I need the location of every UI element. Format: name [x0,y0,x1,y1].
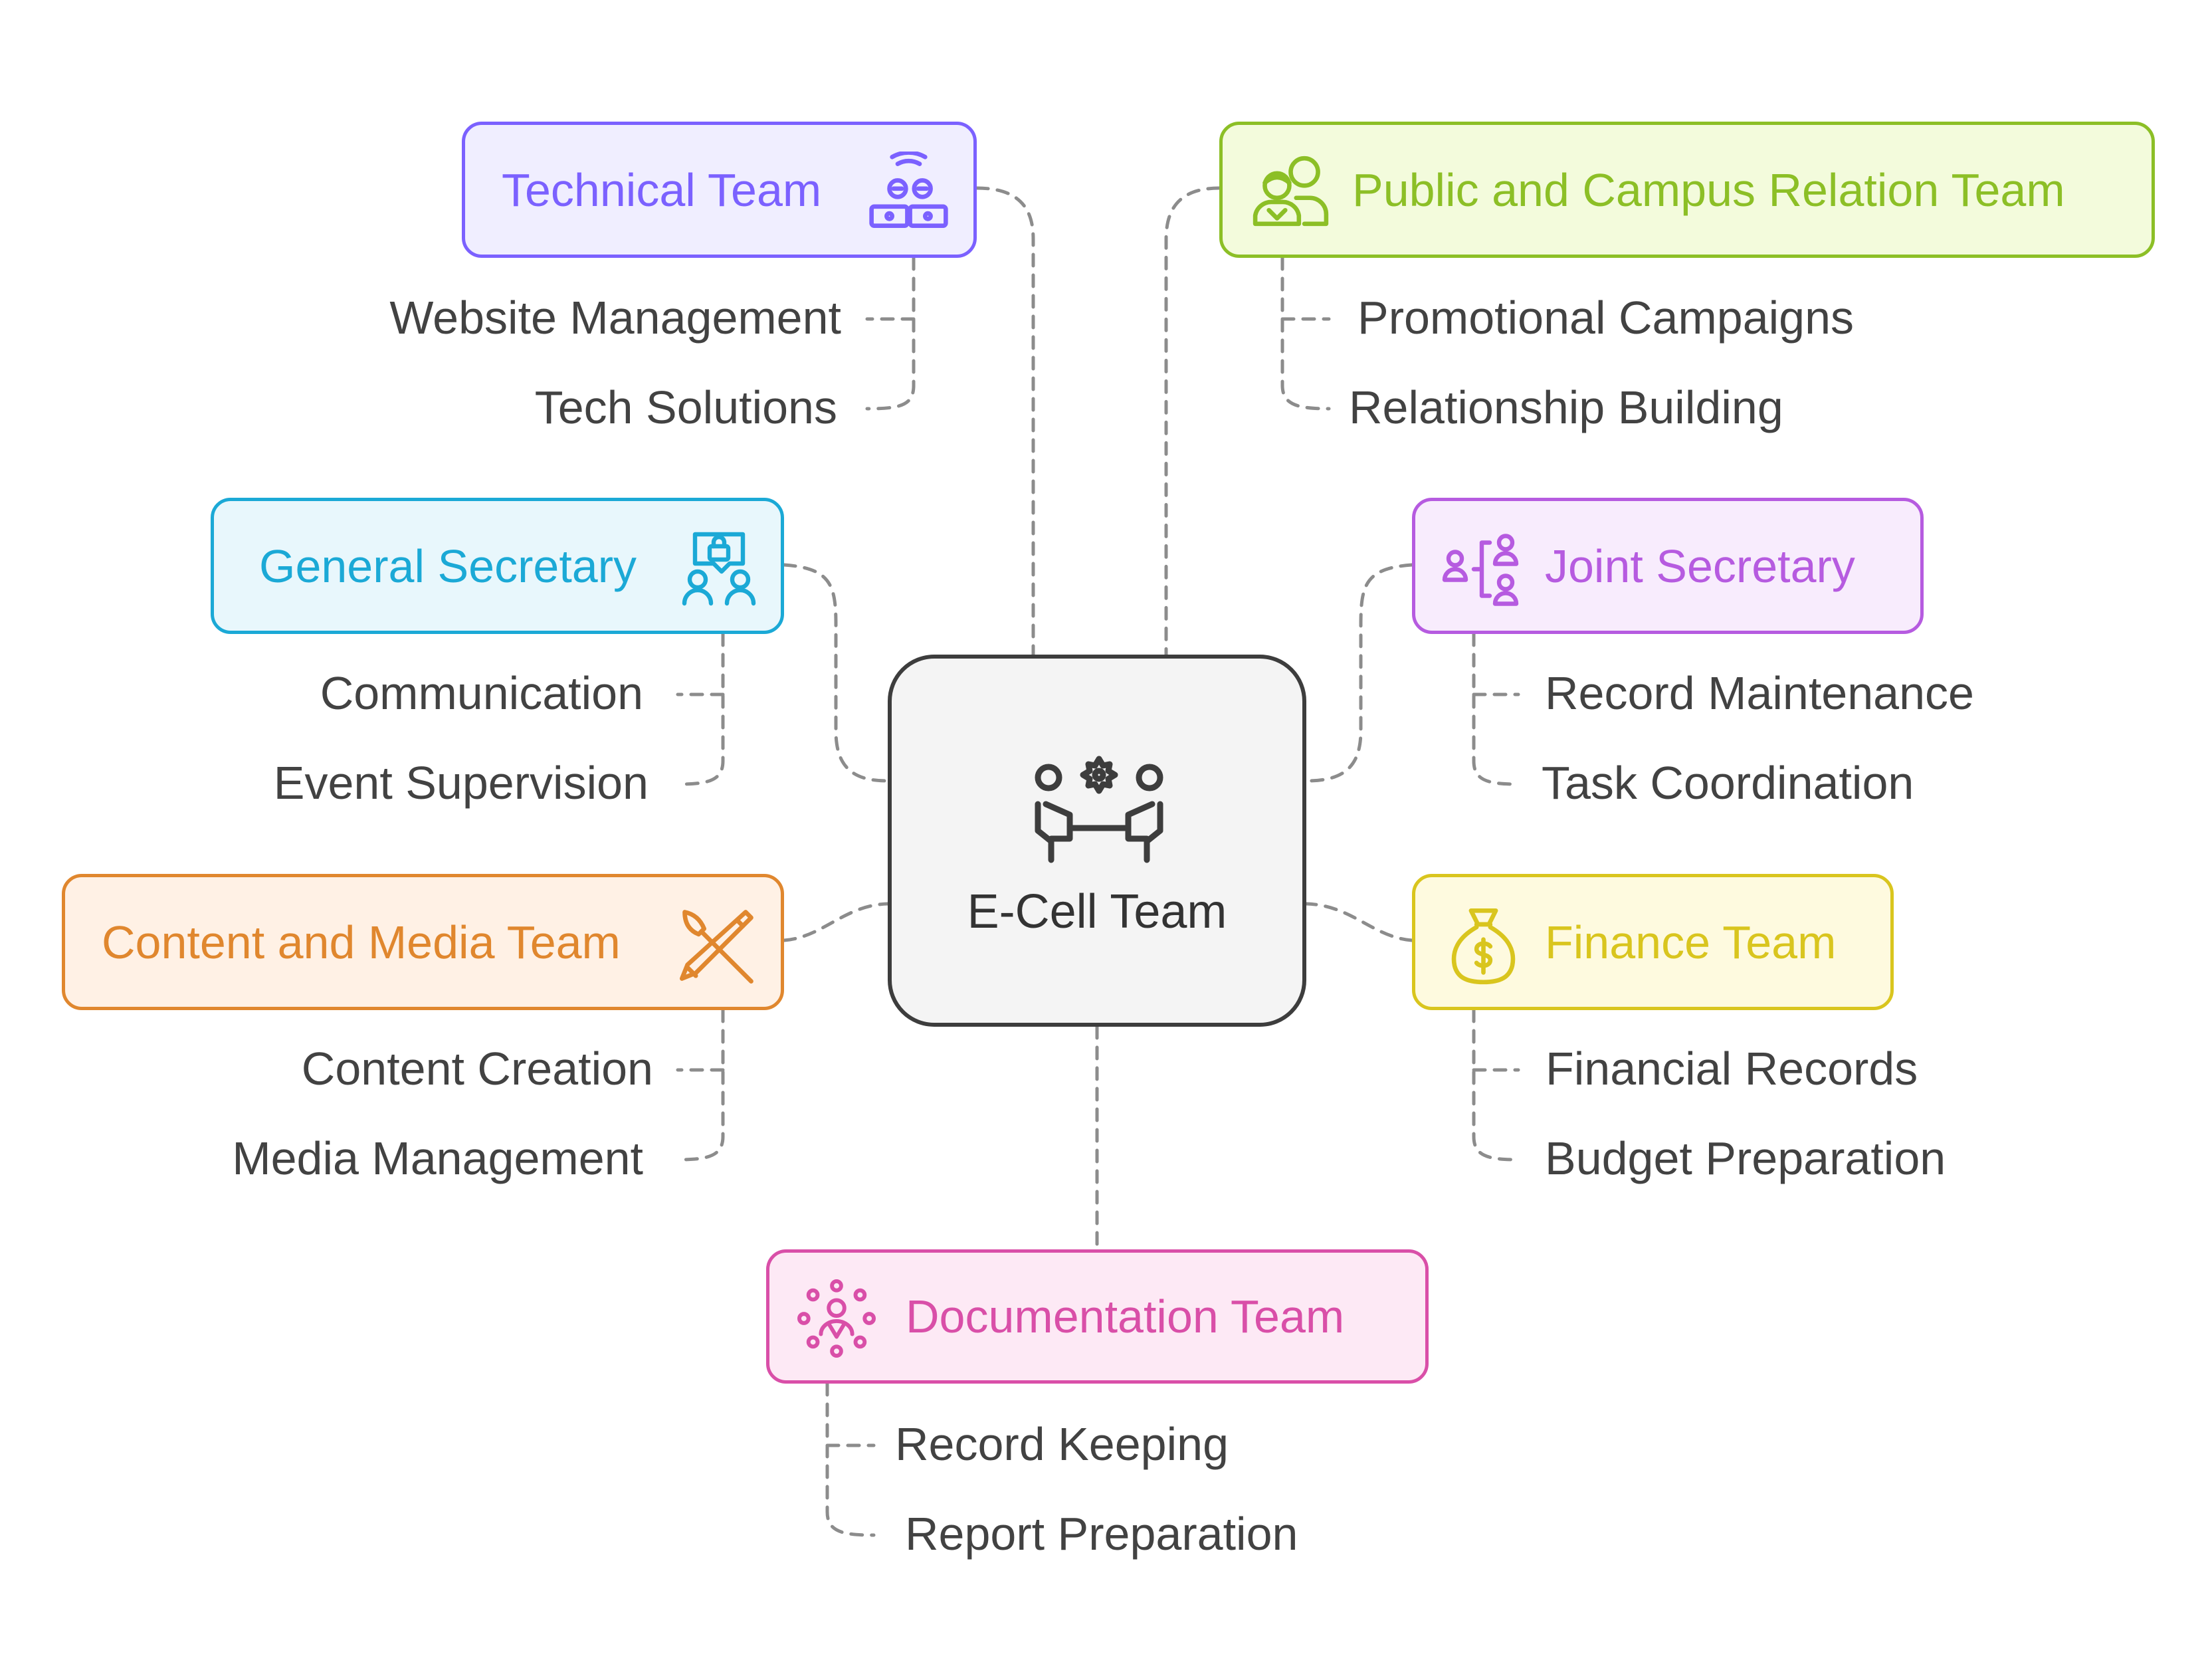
connector-technical-items [865,256,916,411]
connector-technical [975,186,1035,657]
general-item-event-supervision: Event Supervision [273,757,649,809]
content-media-team-label: Content and Media Team [102,916,621,968]
documentation-team-label: Documentation Team [906,1291,1345,1342]
public-item-relationship-building: Relationship Building [1349,381,1783,433]
content-media-team-node: Content and Media Team [62,874,784,1010]
public-campus-team-label: Public and Campus Relation Team [1352,163,2065,216]
joint-secretary-node: Joint Secretary [1412,498,1924,634]
connector-general-items [676,632,725,786]
general-secretary-node: General Secretary [211,498,784,634]
public-item-promotional-campaigns: Promotional Campaigns [1357,292,1855,344]
connector-content [782,902,890,942]
documentation-item-record-keeping: Record Keeping [895,1418,1229,1470]
content-item-content-creation: Content Creation [301,1043,653,1095]
people-relation-icon [1249,153,1332,229]
joint-item-task-coordination: Task Coordination [1542,757,1914,809]
public-campus-team-node: Public and Campus Relation Team [1219,122,2155,258]
documentation-team-node: Documentation Team [766,1249,1429,1384]
connector-joint [1304,563,1414,783]
finance-item-budget-preparation: Budget Preparation [1545,1132,1946,1184]
connector-joint-items [1472,632,1520,786]
connector-general [782,563,890,783]
documentation-item-report-preparation: Report Preparation [905,1508,1298,1560]
general-item-communication: Communication [320,667,643,719]
connector-documentation-items [825,1382,876,1537]
technical-team-icon [867,152,950,231]
finance-team-node: Finance Team [1412,874,1894,1010]
general-secretary-label: General Secretary [259,540,637,592]
content-item-media-management: Media Management [232,1132,643,1184]
finance-team-label: Finance Team [1545,916,1837,968]
money-bag-icon [1449,905,1518,985]
connector-public-items [1280,256,1331,411]
technical-item-tech-solutions: Tech Solutions [534,381,837,433]
documentation-team-icon [797,1279,876,1358]
technical-team-node: Technical Team [462,122,977,258]
joint-item-record-maintenance: Record Maintenance [1545,667,1974,719]
joint-secretary-label: Joint Secretary [1545,540,1855,592]
connector-content-items [676,1008,725,1162]
pen-brush-icon [676,904,759,987]
center-node: E-Cell Team [888,655,1306,1027]
technical-item-website-management: Website Management [389,292,841,344]
connector-finance-items [1472,1008,1520,1162]
finance-item-financial-records: Financial Records [1546,1043,1918,1095]
connector-public [1164,186,1221,657]
org-structure-icon [1442,531,1522,607]
technical-team-label: Technical Team [502,163,822,216]
connector-finance [1304,902,1414,942]
center-label: E-Cell Team [967,885,1227,938]
team-collaboration-icon [1033,748,1165,868]
secretary-chat-lock-icon [679,529,759,609]
